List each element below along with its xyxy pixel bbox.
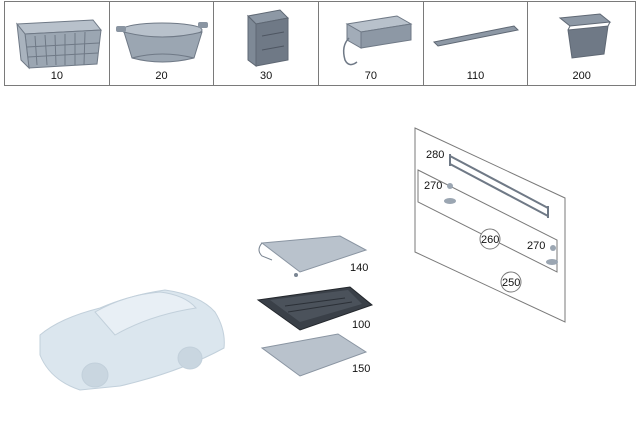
part-number: 10 [50, 70, 63, 82]
part-number: 20 [155, 70, 168, 82]
crate-icon [16, 19, 102, 70]
part-number: 70 [364, 70, 377, 82]
rail-280[interactable] [449, 154, 549, 218]
hook-270-right[interactable] [546, 245, 558, 265]
part-number: 200 [572, 70, 591, 82]
cooler-box-icon [342, 15, 413, 66]
holder-icon [559, 13, 612, 59]
partition-panel-260[interactable] [417, 169, 558, 273]
part-cell-20[interactable]: 20 [110, 2, 215, 85]
callout-270-right: 270 [527, 240, 545, 252]
part-cell-10[interactable]: 10 [5, 2, 110, 85]
exploded-view-scene: 140 100 150 280 270 270 260 250 [39, 127, 566, 391]
basket-icon [115, 22, 208, 63]
parts-strip: 10 20 30 70 [4, 1, 636, 86]
part-cell-110[interactable]: 110 [424, 2, 529, 85]
part-number: 110 [466, 70, 485, 82]
part-cell-200[interactable]: 200 [528, 2, 635, 85]
vehicle-illustration [39, 289, 225, 391]
part-cell-70[interactable]: 70 [319, 2, 424, 85]
part-number: 30 [260, 70, 273, 82]
trunk-tray-100[interactable] [256, 286, 374, 331]
part-cell-30[interactable]: 30 [214, 2, 320, 85]
bag-icon [247, 9, 290, 67]
callout-270-left: 270 [424, 180, 442, 192]
rod-icon [432, 25, 519, 47]
trunk-mat-150[interactable] [260, 333, 368, 377]
cargo-cover-140[interactable] [258, 235, 368, 277]
callout-100: 100 [352, 319, 370, 331]
callout-150: 150 [352, 363, 370, 375]
callout-280: 280 [426, 149, 444, 161]
callout-140: 140 [350, 262, 368, 274]
callout-260: 260 [481, 234, 499, 246]
callout-250: 250 [502, 277, 520, 289]
hook-270-left[interactable] [444, 183, 456, 204]
